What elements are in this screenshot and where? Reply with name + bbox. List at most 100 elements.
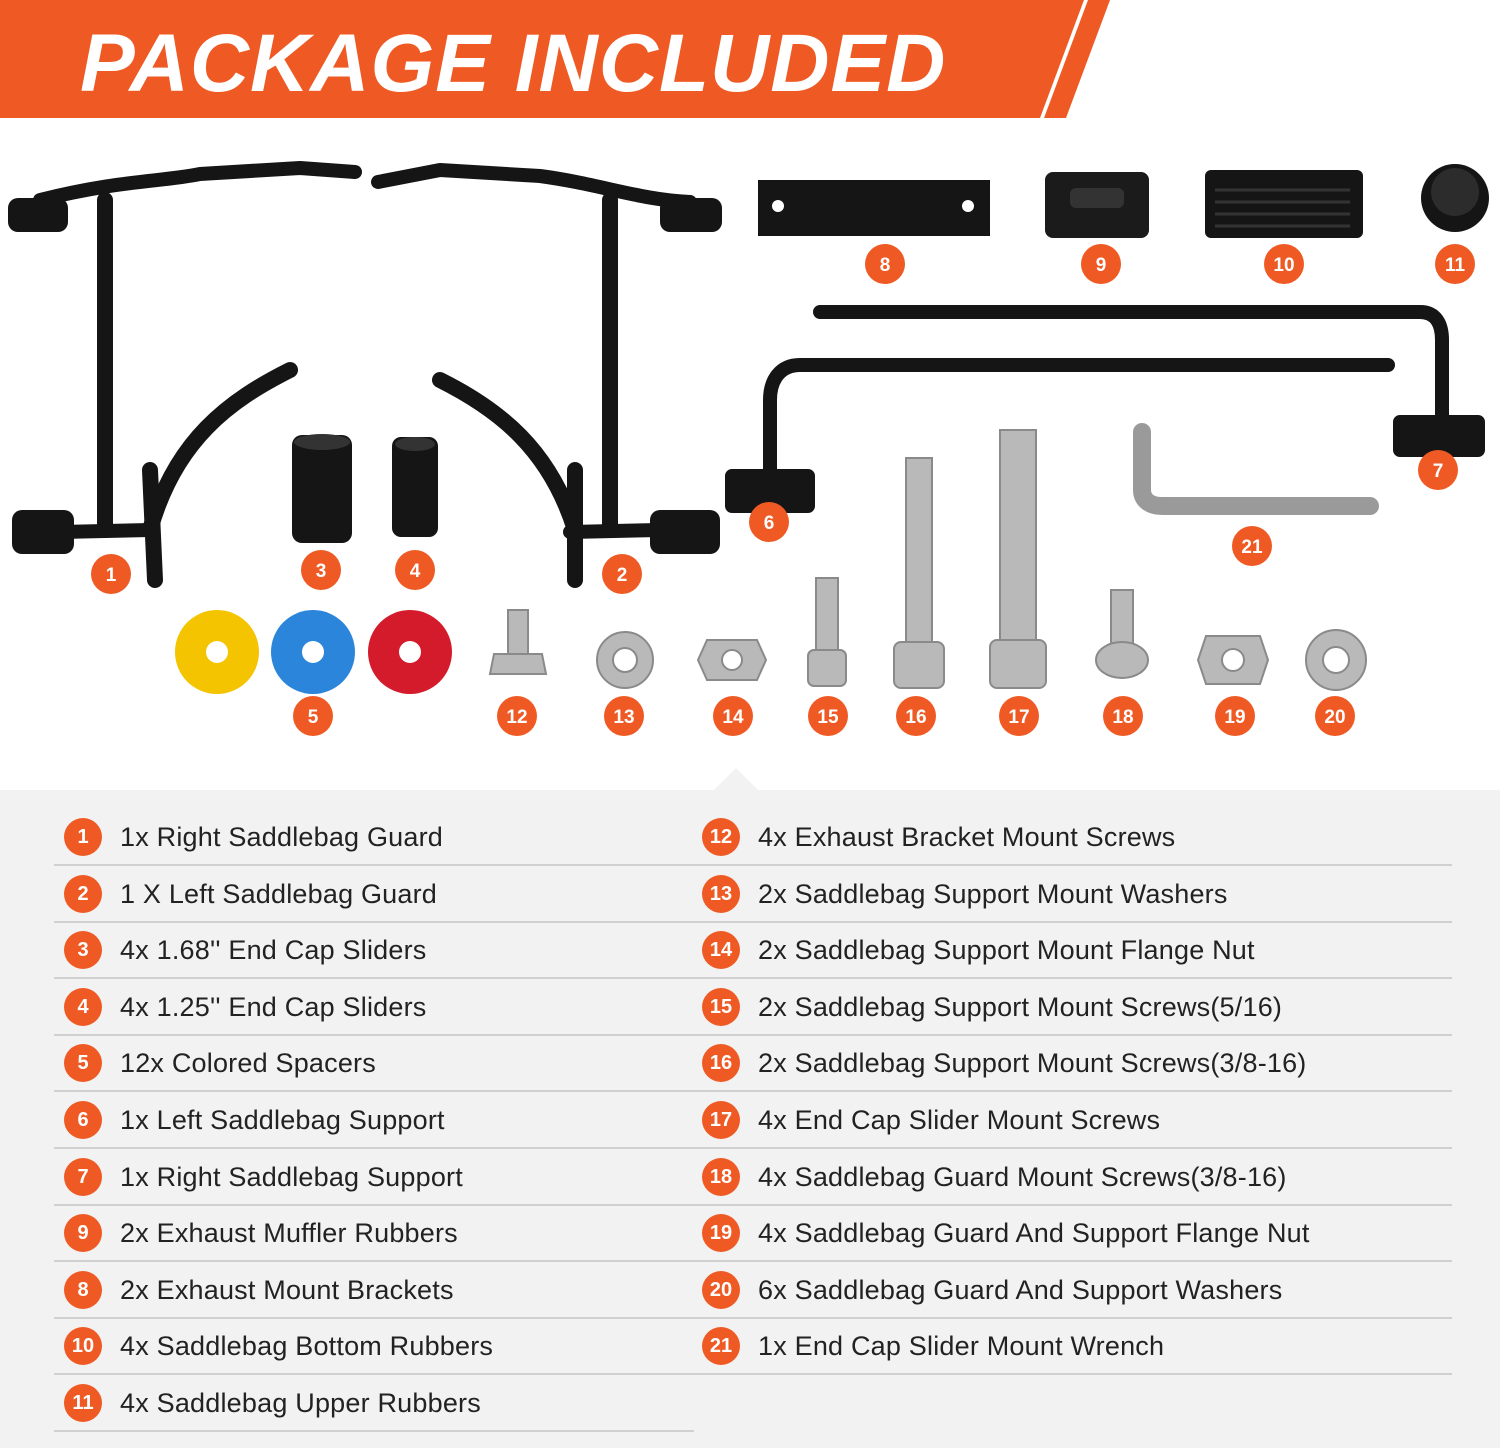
saddlebag-upper-rubber (1421, 164, 1489, 232)
list-item: 16 2x Saddlebag Support Mount Screws(3/8-… (692, 1034, 1452, 1093)
saddlebag-guard-left (371, 163, 722, 588)
item-description: 4x Saddlebag Bottom Rubbers (120, 1331, 494, 1362)
item-number-badge: 11 (64, 1384, 102, 1422)
svg-text:14: 14 (722, 707, 744, 728)
badge-19: 19 (1215, 696, 1255, 736)
svg-text:19: 19 (1224, 707, 1245, 728)
hardware-fasteners (488, 429, 1367, 691)
svg-text:2: 2 (617, 565, 628, 586)
list-item: 8 2x Exhaust Mount Brackets (54, 1261, 694, 1319)
colored-spacers (175, 610, 452, 694)
item-description: 2x Saddlebag Support Mount Screws(3/8-16… (758, 1048, 1307, 1079)
item-number-badge: 16 (702, 1044, 740, 1083)
saddlebag-supports (725, 305, 1485, 513)
badge-21: 21 (1232, 526, 1272, 566)
list-item: 7 1x Right Saddlebag Support (54, 1148, 694, 1206)
badge-17: 17 (999, 696, 1039, 736)
item-number-badge: 3 (64, 931, 102, 970)
badge-16: 16 (896, 696, 936, 736)
item-description: 4x End Cap Slider Mount Screws (758, 1105, 1161, 1135)
item-description: 2x Saddlebag Support Mount Screws(5/16) (758, 991, 1283, 1022)
item-description: 1x Right Saddlebag Guard (120, 822, 444, 852)
end-cap-sliders (292, 434, 438, 543)
badge-6: 6 (749, 502, 789, 542)
item-number-badge: 13 (702, 874, 740, 913)
list-item: 17 4x End Cap Slider Mount Screws (692, 1091, 1452, 1149)
allen-wrench (1133, 423, 1379, 515)
badge-8: 8 (865, 244, 905, 284)
header-banner: PACKAGE INCLUDED (0, 0, 1500, 130)
badge-4: 4 (395, 550, 435, 590)
badge-15: 15 (808, 696, 848, 736)
badge-5: 5 (293, 696, 333, 736)
item-number-badge: 7 (64, 1157, 102, 1196)
badge-1: 1 (91, 554, 131, 594)
item-description: 6x Saddlebag Guard And Support Washers (758, 1274, 1283, 1305)
list-item: 20 6x Saddlebag Guard And Support Washers (692, 1261, 1452, 1319)
list-item: 19 4x Saddlebag Guard And Support Flange … (692, 1204, 1452, 1263)
svg-text:10: 10 (1273, 255, 1294, 276)
item-description: 1x Left Saddlebag Support (120, 1105, 445, 1135)
svg-text:12: 12 (506, 707, 527, 728)
item-number-badge: 2 (64, 874, 102, 913)
list-item: 14 2x Saddlebag Support Mount Flange Nut (692, 921, 1452, 980)
svg-text:8: 8 (880, 255, 891, 276)
list-item: 4 4x 1.25'' End Cap Sliders (54, 978, 694, 1036)
item-number-badge: 20 (702, 1270, 740, 1309)
svg-text:15: 15 (817, 707, 839, 728)
item-description: 4x Exhaust Bracket Mount Screws (758, 822, 1176, 852)
item-number-badge: 4 (64, 987, 102, 1026)
badge-14: 14 (713, 696, 753, 736)
banner-shape (0, 0, 1110, 118)
item-description: 1x Right Saddlebag Support (120, 1161, 463, 1192)
item-number-badge: 10 (64, 1327, 102, 1366)
item-number-badge: 8 (64, 1270, 102, 1309)
item-description: 4x 1.25'' End Cap Sliders (120, 991, 427, 1022)
svg-text:17: 17 (1008, 707, 1029, 728)
item-description: 1x End Cap Slider Mount Wrench (758, 1331, 1165, 1362)
list-item: 12 4x Exhaust Bracket Mount Screws (692, 808, 1452, 866)
exhaust-muffler-rubber (1045, 172, 1149, 238)
saddlebag-bottom-rubber (1205, 170, 1363, 238)
badge-2: 2 (602, 554, 642, 594)
badge-20: 20 (1315, 696, 1355, 736)
item-number-badge: 6 (64, 1101, 102, 1139)
svg-text:21: 21 (1241, 537, 1263, 558)
svg-text:3: 3 (316, 561, 327, 582)
badge-13: 13 (604, 696, 644, 736)
svg-text:16: 16 (905, 707, 926, 728)
item-description: 4x Saddlebag Guard And Support Flange Nu… (758, 1218, 1310, 1249)
svg-text:1: 1 (106, 565, 117, 586)
list-item: 11 4x Saddlebag Upper Rubbers (54, 1374, 694, 1432)
svg-text:9: 9 (1096, 255, 1107, 276)
badge-18: 18 (1103, 696, 1143, 736)
item-description: 4x 1.68'' End Cap Sliders (120, 935, 427, 966)
badge-10: 10 (1264, 244, 1304, 284)
parts-illustration: 1 2 3 4 5 6 7 8 9 10 11 12 13 14 15 16 1… (0, 140, 1500, 790)
svg-text:7: 7 (1433, 461, 1444, 482)
item-description: 2x Saddlebag Support Mount Flange Nut (758, 935, 1255, 966)
svg-text:18: 18 (1112, 707, 1133, 728)
item-number-badge: 18 (702, 1157, 740, 1196)
item-description: 4x Saddlebag Upper Rubbers (120, 1388, 481, 1418)
item-badges: 1 2 3 4 5 6 7 8 9 10 11 12 13 14 15 16 1… (91, 244, 1475, 736)
item-number-badge: 21 (702, 1327, 740, 1366)
list-item: 6 1x Left Saddlebag Support (54, 1091, 694, 1149)
badge-7: 7 (1418, 450, 1458, 490)
item-number-badge: 12 (702, 818, 740, 856)
item-number-badge: 17 (702, 1101, 740, 1139)
svg-text:4: 4 (410, 561, 421, 582)
item-description: 2x Exhaust Mount Brackets (120, 1274, 454, 1305)
item-description: 12x Colored Spacers (120, 1048, 376, 1079)
item-number-badge: 19 (702, 1214, 740, 1253)
page-title: PACKAGE INCLUDED (80, 18, 947, 109)
item-description: 2x Exhaust Muffler Rubbers (120, 1218, 458, 1249)
item-number-badge: 14 (702, 931, 740, 970)
